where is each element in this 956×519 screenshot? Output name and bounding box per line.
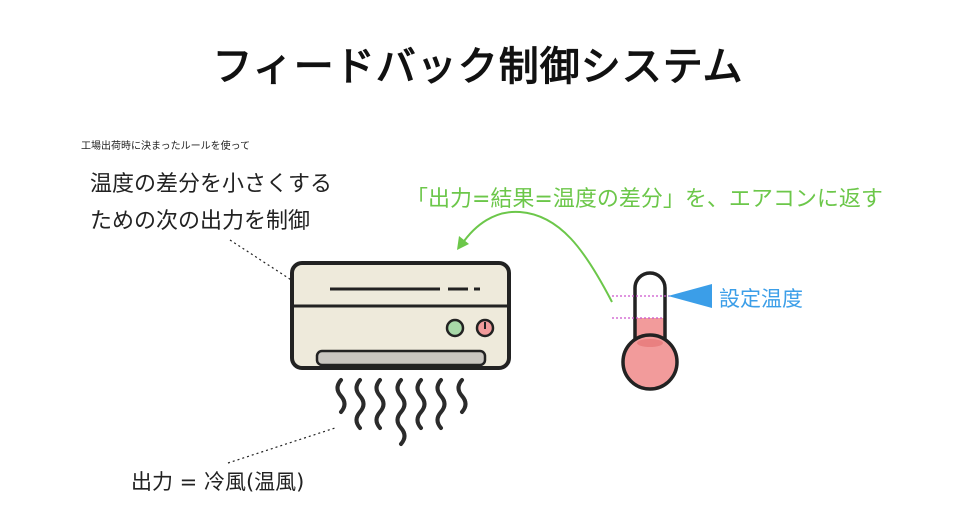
output-label: 出力 = 冷風(温風) <box>131 470 305 494</box>
annotation-small-text: 工場出荷時に決まったルールを使って <box>81 141 251 152</box>
feedback-label: 「出力=結果=温度の差分」を、エアコンに返す <box>406 187 883 212</box>
annotation-line-1: 温度の差分を小さくする <box>90 172 333 197</box>
setpoint-label: 設定温度 <box>719 287 803 311</box>
thermometer-icon <box>612 271 686 391</box>
airflow-waves-icon <box>335 378 468 446</box>
diagram-title: フィードバック制御システム <box>212 44 744 90</box>
green-indicator-icon <box>445 318 465 338</box>
air-conditioner-icon <box>290 261 511 370</box>
feedback-arrow-icon <box>457 210 613 303</box>
setpoint-arrow-icon <box>668 284 712 308</box>
annotation-line-2: ための次の出力を制御 <box>90 209 311 234</box>
output-leader-line <box>227 427 336 464</box>
